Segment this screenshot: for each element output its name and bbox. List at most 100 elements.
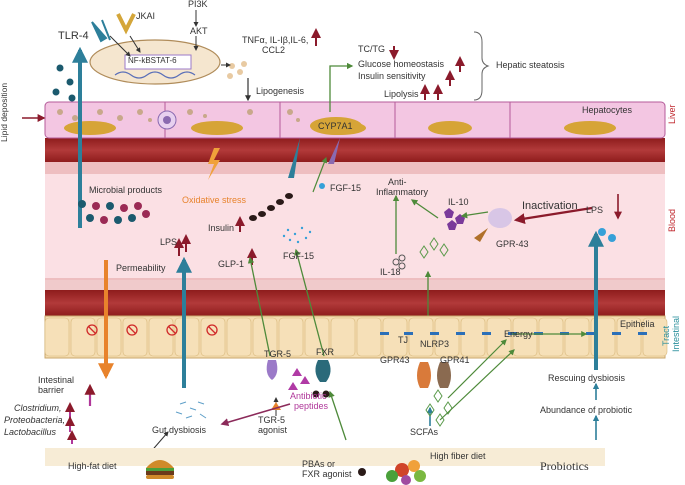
scfas-label: SCFAs xyxy=(410,427,439,437)
epithelial-cell xyxy=(226,317,252,357)
gut-dysbiosis-label: Gut dysbiosis xyxy=(152,425,207,435)
fgf15-receptor-icon xyxy=(288,138,300,178)
gpr43-receptor-int-icon xyxy=(417,362,431,388)
abundance-probiotic-label: Abundance of probiotic xyxy=(540,405,633,415)
oxidative-stress-label: Oxidative stress xyxy=(182,195,247,205)
vessel-top-fade xyxy=(45,162,665,174)
insulin-sensitivity-label: Insulin sensitivity xyxy=(358,71,426,81)
tlr4-label: TLR-4 xyxy=(58,30,89,42)
jkai-label: JKAI xyxy=(136,11,156,21)
hepatocytes-label: Hepatocytes xyxy=(582,105,633,115)
tgr5-agonist-label-1: TGR-5 xyxy=(258,415,285,425)
fgf15-receptor-icon-2 xyxy=(328,138,340,164)
epithelial-cell xyxy=(122,317,148,357)
fxr-label: FXR xyxy=(316,347,334,357)
epithelial-cell xyxy=(460,317,486,357)
pbas-label-1: PBAs or xyxy=(302,459,336,469)
vessel-bottom-fade xyxy=(45,278,665,290)
epithelial-cell xyxy=(512,317,538,357)
epithelial-cell xyxy=(382,317,408,357)
gpr43-int-label: GPR43 xyxy=(380,355,410,365)
microbial-products-label: Microbial products xyxy=(89,185,163,195)
gpr41-receptor-int-icon xyxy=(437,362,451,388)
dna-strand xyxy=(114,71,196,79)
antibiotic-triangles xyxy=(288,368,310,390)
epithelial-cell xyxy=(174,317,200,357)
intestinal-side-label-1: Intestinal xyxy=(671,315,681,352)
fgf15-top-label: FGF-15 xyxy=(330,183,362,193)
fgf15-dots xyxy=(282,226,312,244)
nlrp3-label: NLRP3 xyxy=(420,339,450,349)
diet-band xyxy=(45,448,605,466)
antibiotic-label-2: peptides xyxy=(294,401,329,411)
cytokines-label-1: TNFα, IL-Iβ,IL-6, xyxy=(242,35,309,45)
epithelial-cell xyxy=(148,317,174,357)
fgf15-bottom-label: FGF-15 xyxy=(283,251,315,261)
il18-label: IL-18 xyxy=(380,267,401,277)
epithelial-cell xyxy=(642,317,668,357)
nfkb-box xyxy=(124,54,192,70)
gpr43-blood-label: GPR-43 xyxy=(496,239,529,249)
fxr-receptor-icon xyxy=(315,360,331,382)
energy-label: Energy xyxy=(504,329,533,339)
epithelial-cell xyxy=(434,317,460,357)
glp1-label: GLP-1 xyxy=(218,259,245,269)
il18-circles xyxy=(392,254,406,270)
intestinal-barrier-label-1: Intestinal xyxy=(38,375,75,385)
tc-tg-label: TC/TG xyxy=(358,44,385,54)
microbial-product-dots xyxy=(78,200,150,224)
glucose-label: Glucose homeostasis xyxy=(358,59,445,69)
tj-label: TJ xyxy=(398,335,408,345)
gpr43-receptor-icon xyxy=(474,228,488,242)
tgr5-agonist-label-2: agonist xyxy=(258,425,288,435)
lightning-icon xyxy=(208,148,220,180)
insulin-beads xyxy=(249,193,293,221)
akt-label: AKT xyxy=(190,26,208,36)
blood-band xyxy=(45,160,665,280)
il10-label: IL-10 xyxy=(448,197,469,207)
pbas-label-2: FXR agonist xyxy=(302,469,352,479)
lipolysis-label: Lipolysis xyxy=(384,89,419,99)
epithelial-cell xyxy=(96,317,122,357)
pi3k-label: PI3K xyxy=(188,0,208,9)
bacteria-label-1: Clostridium, xyxy=(14,403,62,413)
gpr41-int-label: GPR41 xyxy=(440,355,470,365)
blood-side-label: Blood xyxy=(667,208,677,232)
lps-label: LPS xyxy=(160,237,178,247)
lipogenesis-label: Lipogenesis xyxy=(256,86,305,96)
rescuing-dysbiosis-label: Rescuing dysbiosis xyxy=(548,373,626,383)
epithelial-cell xyxy=(252,317,278,357)
lipid-deposition-label: Lipid deposition xyxy=(0,82,9,142)
cytokines-label-2: CCL2 xyxy=(262,45,286,55)
cyp7a1-ellipse xyxy=(310,117,362,135)
vessel-top xyxy=(45,138,665,162)
cyp7a1-label: CYP7A1 xyxy=(318,121,353,131)
tlr4-receptor-icon xyxy=(91,19,111,43)
no-entry-icons xyxy=(86,324,218,336)
epithelial-cell xyxy=(70,317,96,357)
high-fat-diet-label: High-fat diet xyxy=(68,461,117,471)
steatosis-brace xyxy=(473,31,490,101)
intestinal-barrier-label-2: barrier xyxy=(38,385,65,395)
epithelial-cell xyxy=(330,317,356,357)
permeability-label: Permeability xyxy=(116,263,166,273)
gpr43-cell xyxy=(488,208,512,228)
epithelial-cell xyxy=(538,317,564,357)
probiotics-label: Probiotics xyxy=(540,459,589,473)
bacteria-label-3: Lactobacillus xyxy=(4,427,57,437)
epithelial-cell xyxy=(200,317,226,357)
burger-icon xyxy=(146,460,174,479)
epithelia-label: Epithelia xyxy=(620,319,655,329)
antibiotic-label-1: Antibiotic xyxy=(290,391,327,401)
epithelial-cell xyxy=(616,317,642,357)
jkai-icon xyxy=(116,13,136,35)
high-fiber-diet-label: High fiber diet xyxy=(430,451,486,461)
cyp7a1-arrow xyxy=(329,62,354,112)
epithelial-cell xyxy=(304,317,330,357)
epithelial-cell xyxy=(486,317,512,357)
anti-inflammatory-label-2: Inflammatory xyxy=(376,187,429,197)
tgr5-receptor-icon xyxy=(266,360,278,380)
hepatic-steatosis-label: Hepatic steatosis xyxy=(496,60,565,70)
tgr5-label: TGR-5 xyxy=(264,349,291,359)
vegetables-icon xyxy=(386,460,426,485)
